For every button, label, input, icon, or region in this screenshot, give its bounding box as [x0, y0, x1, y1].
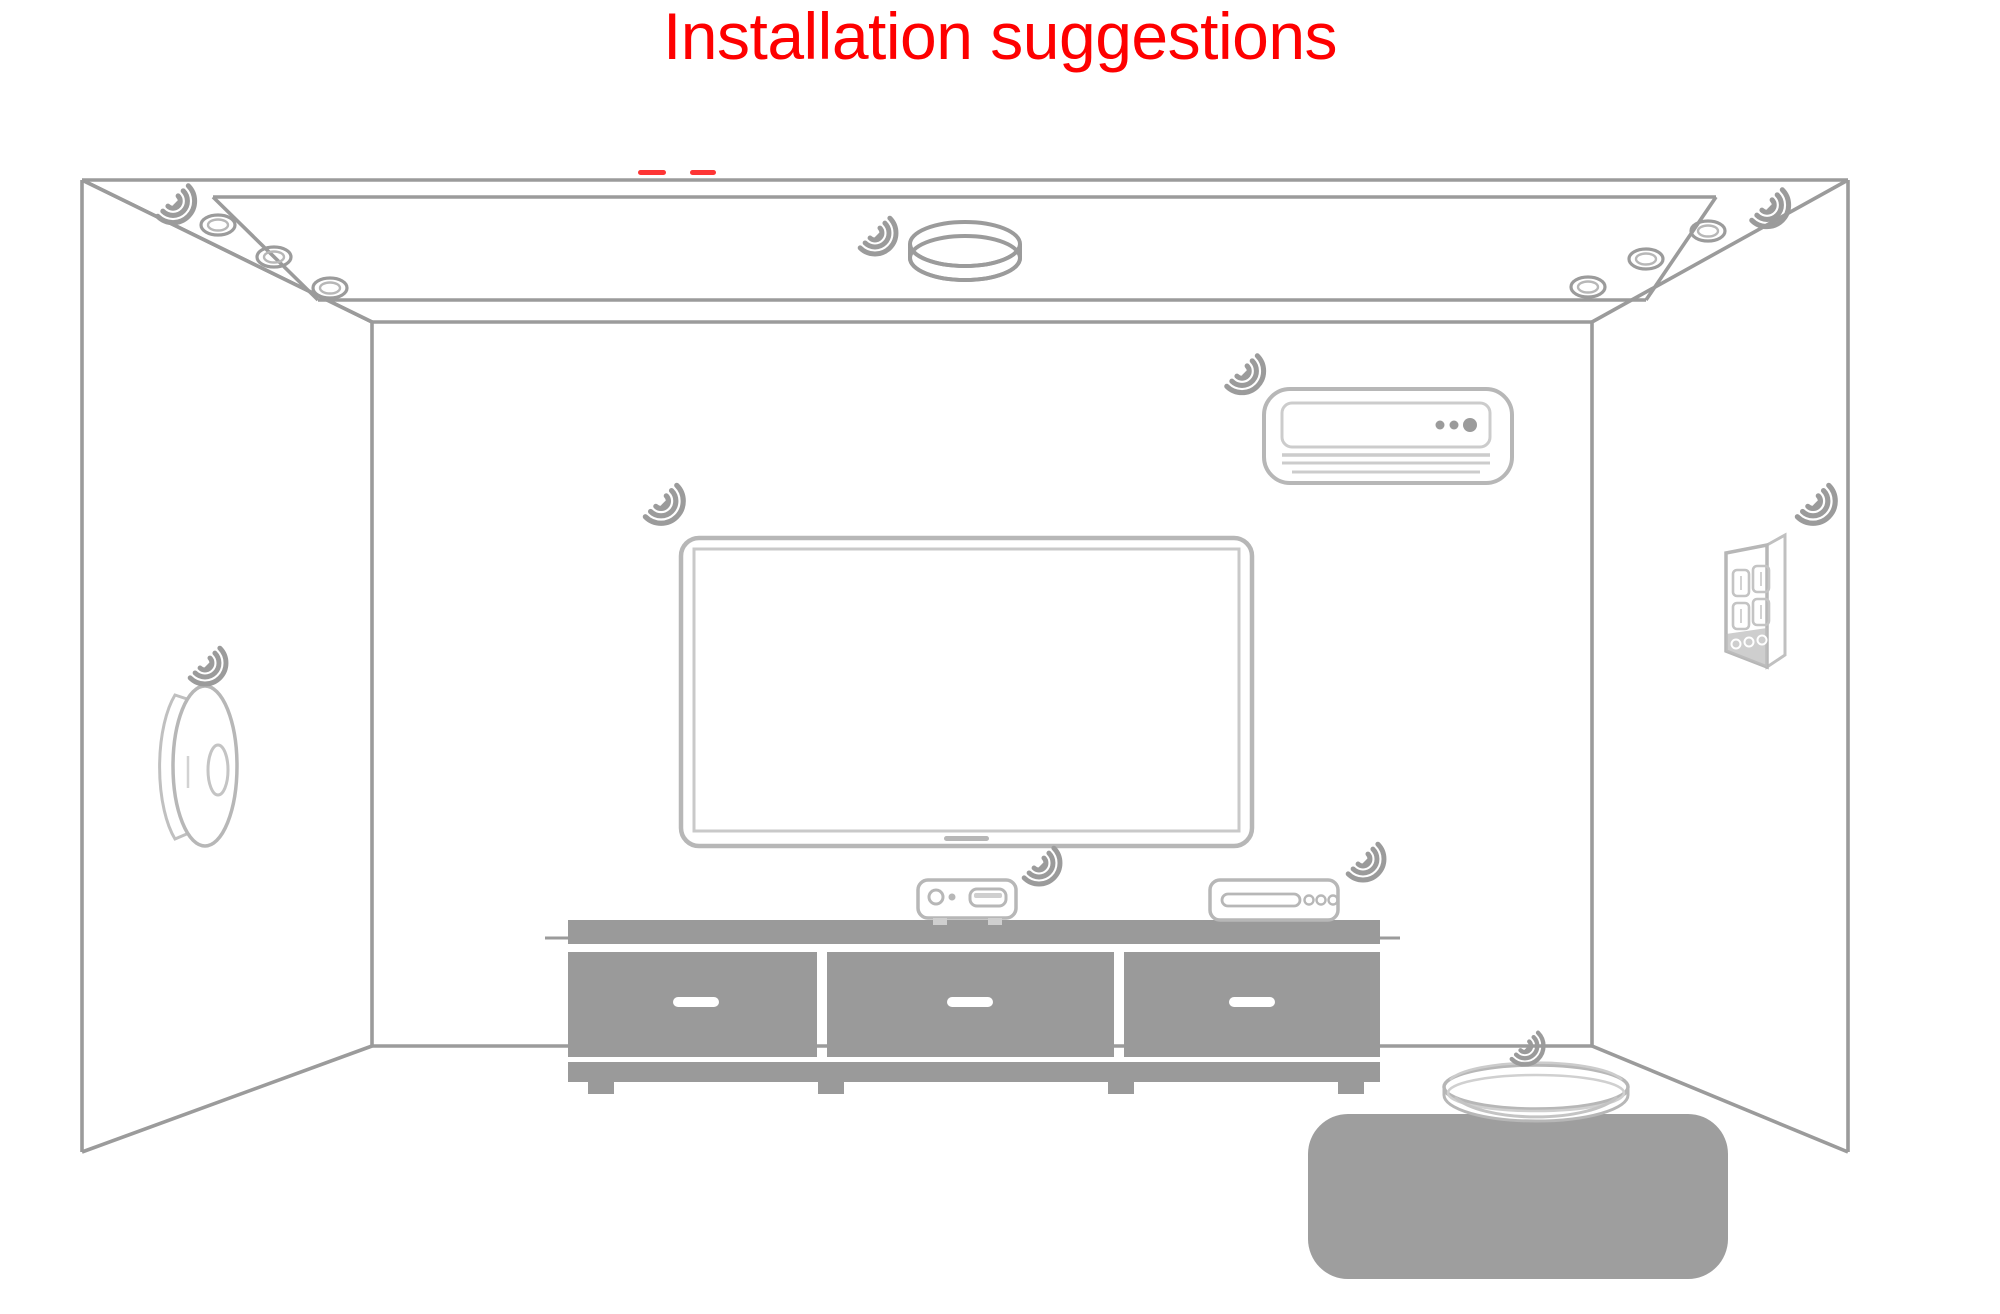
ceiling-downlights-right[interactable] [1569, 189, 1798, 299]
switch-indicator [1730, 638, 1742, 650]
drawer-handle [1229, 997, 1275, 1007]
sofa[interactable] [1308, 1114, 1728, 1279]
stb-foot [988, 918, 1002, 925]
downlight [1627, 247, 1665, 271]
ac-front-panel [1280, 401, 1492, 449]
vacuum-base [1453, 1095, 1619, 1119]
ac-indicator-dot [1463, 418, 1477, 432]
cabinet-foot [818, 1082, 844, 1094]
downlight [1689, 219, 1727, 243]
dvd-player[interactable] [1208, 843, 1393, 922]
ac-indicator-dot [1449, 420, 1459, 430]
cabinet-top-shelf [568, 920, 1380, 944]
hotspot-wall-sensor[interactable] [170, 660, 280, 850]
hotspot-ceiling-downlights-left[interactable] [160, 190, 380, 310]
stb-display [968, 887, 1008, 908]
hotspot-robot-vacuum[interactable] [1440, 1045, 1640, 1115]
dvd-disc-slot [1220, 892, 1302, 908]
downlight [199, 213, 237, 237]
hotspot-ceiling-downlights-right[interactable] [1560, 190, 1790, 310]
corner-line-bottom-left [81, 1044, 373, 1154]
tv-logo-bar [944, 836, 989, 841]
tv-screen [692, 547, 1241, 833]
stb-power-button [927, 888, 945, 906]
hotspot-dvd-player[interactable] [1208, 856, 1383, 924]
soffit-right-diag [1644, 195, 1718, 302]
switch-indicator [1756, 634, 1768, 646]
wall-sensor[interactable] [158, 647, 239, 848]
cabinet-foot [588, 1082, 614, 1094]
cabinet-foot [1338, 1082, 1364, 1094]
sensor-lens [206, 743, 230, 797]
downlight [255, 245, 293, 269]
vacuum-top [1442, 1063, 1630, 1111]
downlight [311, 276, 349, 300]
switch-button [1751, 597, 1771, 627]
page-title: Installation suggestions [662, 0, 1338, 73]
tv-cabinet[interactable] [545, 920, 1400, 1094]
television[interactable] [644, 484, 1255, 849]
switch-indicator [1743, 636, 1755, 648]
hotspot-sofa[interactable] [1306, 1112, 1730, 1280]
cabinet-base [568, 1062, 1380, 1082]
stb-foot [933, 918, 947, 925]
air-conditioner[interactable] [1226, 355, 1514, 485]
switch-button [1731, 568, 1751, 598]
drawer-handle [673, 997, 719, 1007]
downlight [1569, 275, 1607, 299]
hotspot-ceiling-lamp[interactable] [870, 215, 1070, 295]
cropped-red-mark [638, 170, 716, 175]
corner-line-bottom-right [1591, 1044, 1849, 1154]
ac-indicator-dot [1435, 420, 1445, 430]
hotspot-air-conditioner[interactable] [1240, 365, 1520, 490]
switch-button [1731, 601, 1751, 631]
switch-button [1751, 564, 1771, 594]
stb-led [948, 893, 956, 901]
hotspot-wall-switch-panel[interactable] [1720, 500, 1860, 675]
robot-vacuum[interactable] [1442, 1032, 1630, 1123]
dvd-button [1327, 894, 1339, 906]
dvd-button [1315, 894, 1327, 906]
ac-body [1262, 387, 1514, 485]
ceiling-downlights-left[interactable] [157, 185, 349, 300]
ceiling-lamp[interactable] [859, 217, 1022, 282]
hotspot-tv-cabinet[interactable] [566, 918, 1382, 1096]
dvd-button [1303, 894, 1315, 906]
drawer-handle [947, 997, 993, 1007]
sofa-body [1308, 1114, 1728, 1279]
cabinet-foot [1108, 1082, 1134, 1094]
set-top-box[interactable] [916, 847, 1069, 925]
wall-switch-panel[interactable] [1724, 484, 1844, 670]
hotspot-television[interactable] [660, 500, 1260, 850]
